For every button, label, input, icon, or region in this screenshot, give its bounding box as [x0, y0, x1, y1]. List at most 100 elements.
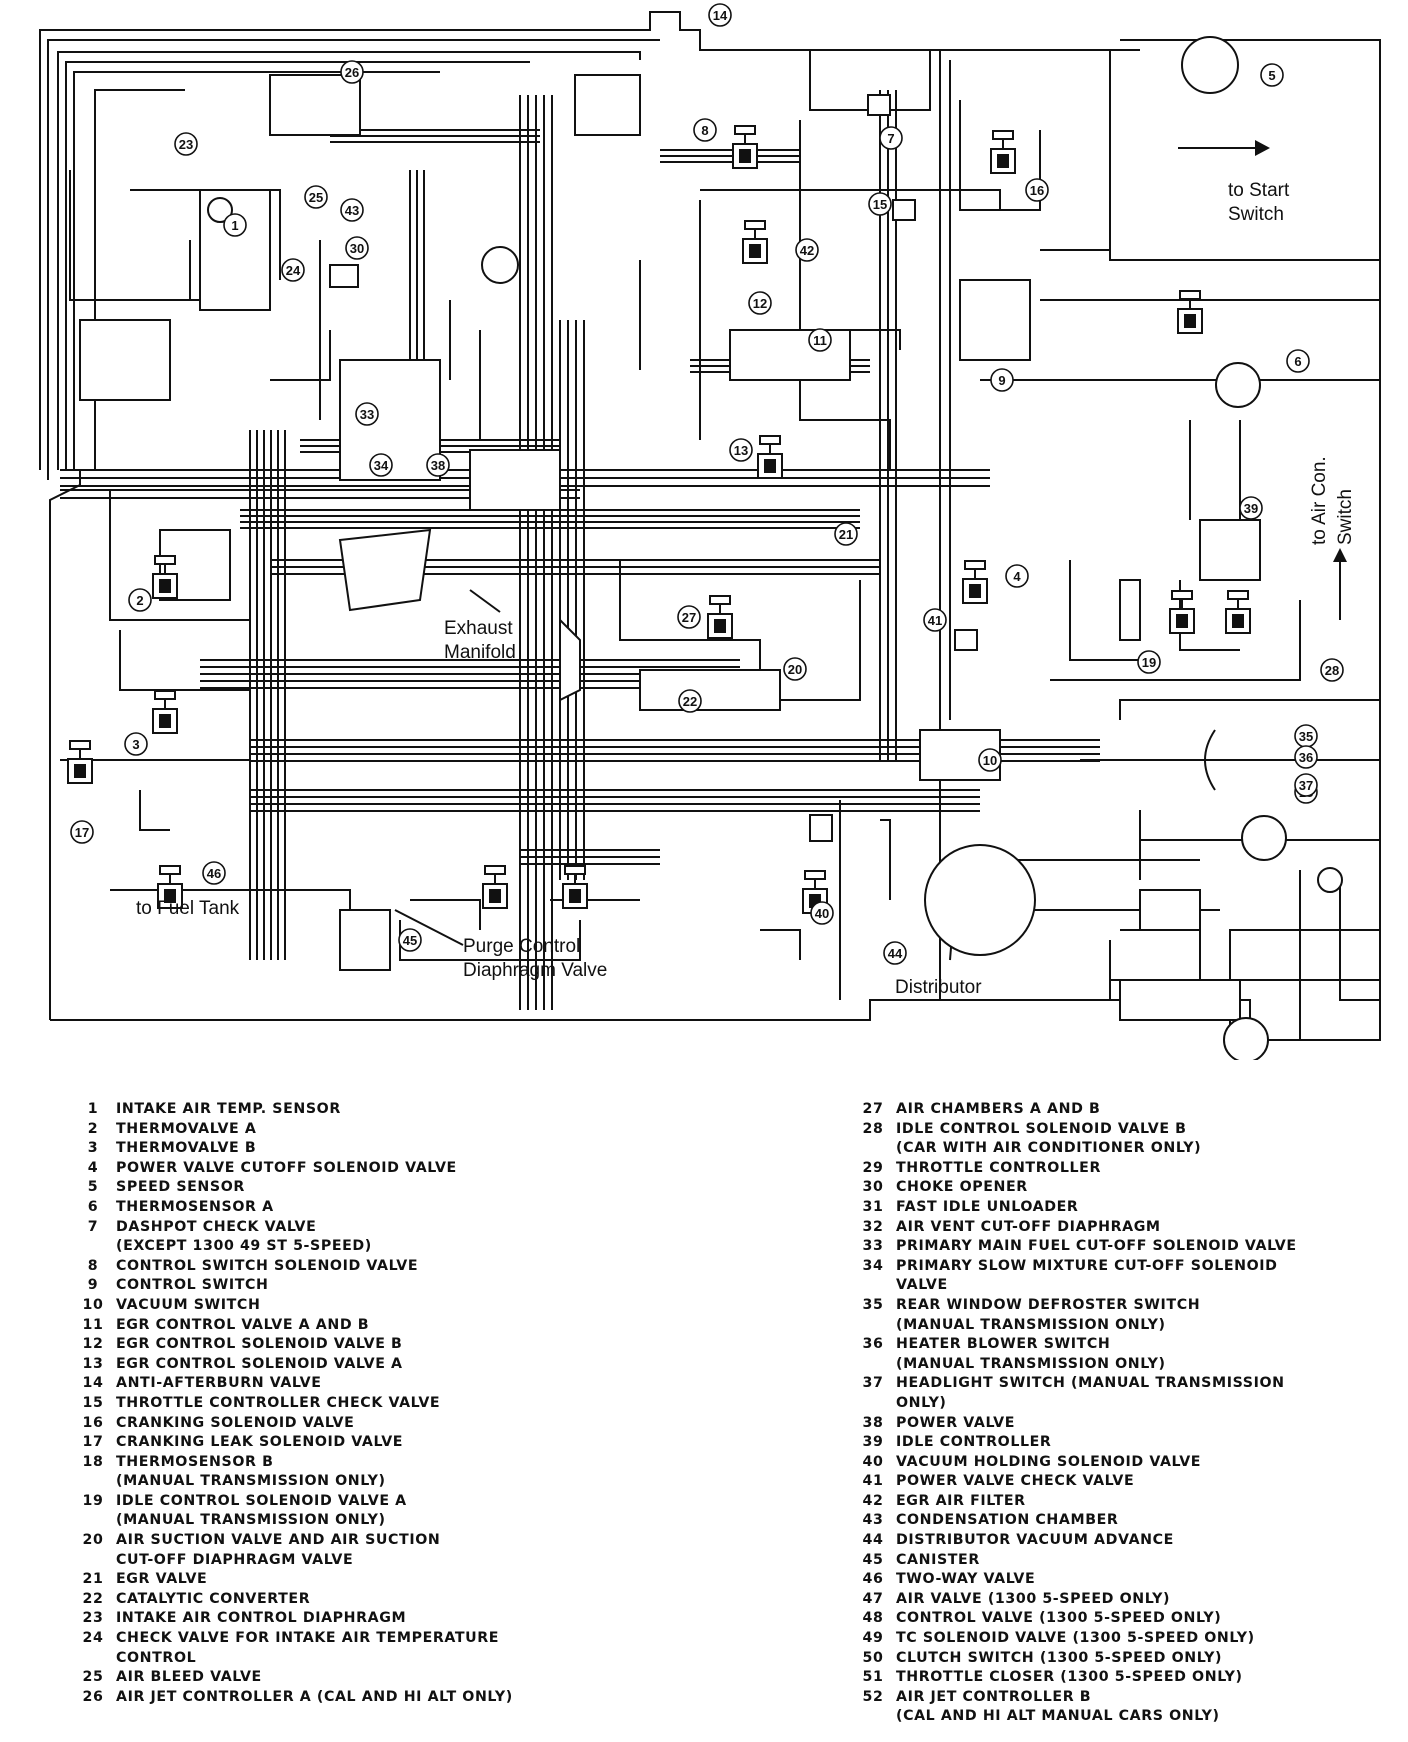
valve-coil [997, 154, 1009, 168]
legend-text: HEADLIGHT SWITCH (MANUAL TRANSMISSION [896, 1375, 1285, 1392]
callout-number: 12 [753, 296, 767, 311]
air-con-switch-label: to Air Con.Switch [1309, 456, 1356, 545]
hose-line [119, 630, 250, 691]
fuel-tank-label: to Fuel Tank [136, 898, 240, 919]
legend-text: CONTROL SWITCH SOLENOID VALVE [116, 1257, 419, 1274]
legend-number [850, 1394, 896, 1414]
hose-line [1339, 880, 1380, 1001]
callout-33: 33 [355, 402, 379, 426]
legend-number: 25 [82, 1669, 104, 1686]
purge-arrow [394, 909, 464, 946]
callout-5: 5 [1260, 63, 1284, 87]
callout-circle [1260, 63, 1284, 87]
legend-text: CRANKING LEAK SOLENOID VALVE [116, 1434, 404, 1451]
callout-13: 13 [729, 438, 753, 462]
callout-circle [355, 402, 379, 426]
legend-text: THERMOVALVE B [116, 1140, 257, 1157]
callout-circle [1137, 650, 1161, 674]
hose-line [69, 170, 200, 301]
legend-number: 26 [82, 1688, 104, 1705]
egr-air-filter [809, 814, 833, 842]
hose-line [980, 859, 1141, 880]
distributor-connector [1139, 889, 1201, 931]
legend-item: 5 SPEED SENSOR [70, 1178, 513, 1198]
callout-36: 36 [1294, 745, 1318, 769]
valve-coil [764, 459, 776, 473]
idle-controller-solenoid [1177, 290, 1203, 334]
catalytic-converter-body [639, 669, 781, 711]
hose-line [410, 899, 481, 930]
distributor-body [924, 844, 1036, 956]
legend-text: REAR WINDOW DEFROSTER SWITCH [896, 1296, 1201, 1313]
legend-text: CHOKE OPENER [896, 1179, 1028, 1196]
hose-line [130, 189, 281, 280]
callout-9: 9 [990, 368, 1014, 392]
start-switch-arrowhead [1255, 140, 1270, 156]
legend-text: CANISTER [896, 1551, 980, 1568]
legend-number: 12 [82, 1336, 104, 1353]
legend-text: (MANUAL TRANSMISSION ONLY) [116, 1473, 386, 1490]
legend-number: 5 [87, 1179, 99, 1196]
valve-cap [564, 865, 586, 875]
legend-number: 31 [862, 1198, 884, 1215]
legend-number: 51 [862, 1669, 884, 1686]
callout-circle [426, 453, 450, 477]
callout-circle [693, 118, 717, 142]
legend-text: SPEED SENSOR [116, 1179, 245, 1196]
condensation-chamber-body [1119, 979, 1241, 1021]
callout-10: 10 [978, 748, 1002, 772]
callout-19: 19 [1137, 650, 1161, 674]
hose-line [139, 790, 170, 831]
control-switch-body [959, 279, 1031, 361]
legend-number: 37 [862, 1375, 884, 1392]
callout-circle [369, 453, 393, 477]
callout-circle [1005, 564, 1029, 588]
legend-text: CONTROL VALVE (1300 5-SPEED ONLY) [896, 1610, 1222, 1627]
legend-item: CUT-OFF DIAPHRAGM VALVE [70, 1551, 513, 1571]
callout-circle [174, 132, 198, 156]
hose-line [700, 189, 1001, 210]
legend-text: AIR JET CONTROLLER A (CAL AND HI ALT ONL… [116, 1688, 513, 1705]
callout-15: 15 [868, 192, 892, 216]
valve-coil [489, 889, 501, 903]
thermovalve-b [152, 690, 178, 734]
legend-number: 47 [862, 1590, 884, 1607]
legend-text: AIR VENT CUT-OFF DIAPHRAGM [896, 1218, 1161, 1235]
exhaust-manifold-label: Manifold [444, 642, 516, 663]
callout-circle [990, 368, 1014, 392]
callout-circle [748, 291, 772, 315]
air-con-switch-label-line: Switch [1335, 489, 1356, 545]
valve-body [1169, 608, 1195, 634]
callout-circle [1239, 496, 1263, 520]
callout-1: 1 [223, 213, 247, 237]
callout-number: 45 [403, 933, 417, 948]
legend-text: VACUUM HOLDING SOLENOID VALVE [896, 1453, 1202, 1470]
legend-number: 41 [862, 1473, 884, 1490]
callout-44: 44 [883, 941, 907, 965]
valve-coil [1184, 314, 1196, 328]
component-callouts: 1234567891011121314151617181920212223242… [70, 3, 1344, 965]
air-jet-controller-a-block [269, 74, 361, 136]
valve-coil [1176, 614, 1188, 628]
legend-number [850, 1276, 896, 1296]
callout-number: 34 [374, 458, 389, 473]
callout-number: 9 [998, 373, 1005, 388]
callout-number: 26 [345, 65, 359, 80]
legend-text: PRIMARY SLOW MIXTURE CUT-OFF SOLENOID [896, 1257, 1278, 1274]
legend-text: INTAKE AIR CONTROL DIAPHRAGM [116, 1610, 407, 1627]
